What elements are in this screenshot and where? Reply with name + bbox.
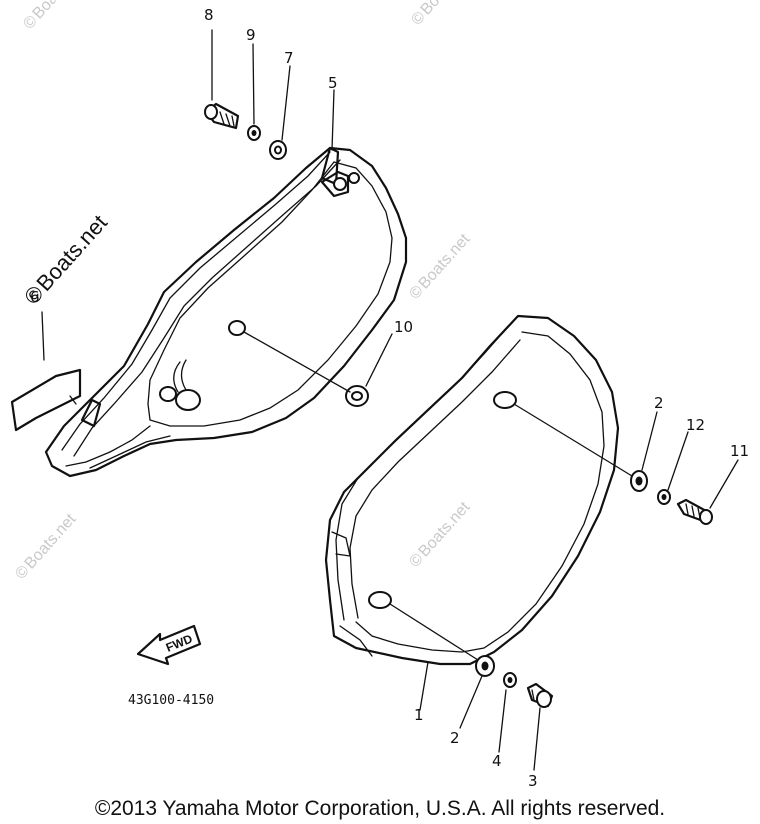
bolt-icon xyxy=(204,102,240,130)
callout-12: 12 xyxy=(686,416,705,434)
svg-text:©Boats.net: ©Boats.net xyxy=(12,510,79,582)
callout-1: 1 xyxy=(414,706,424,724)
callout-11: 11 xyxy=(730,442,749,460)
right-side-cover xyxy=(324,314,620,666)
svg-text:FWD: FWD xyxy=(164,631,195,654)
emblem-decal xyxy=(10,311,82,432)
washer-icon xyxy=(503,672,517,688)
background-watermarks: ©Boats.net ©Boats.net ©Boats.net ©Boats.… xyxy=(12,0,475,583)
callout-5: 5 xyxy=(328,74,338,92)
bolt-icon xyxy=(526,682,554,708)
copyright-notice: ©2013 Yamaha Motor Corporation, U.S.A. A… xyxy=(94,797,666,820)
svg-text:©Boats.net: ©Boats.net xyxy=(20,0,87,33)
svg-text:©Boats.net: ©Boats.net xyxy=(406,230,473,302)
washer-icon xyxy=(630,470,648,492)
callout-8: 8 xyxy=(204,6,214,24)
callout-9: 9 xyxy=(246,26,256,44)
callout-3: 3 xyxy=(528,772,538,790)
svg-text:©Boats.net: ©Boats.net xyxy=(408,0,475,29)
fwd-arrow-icon: FWD xyxy=(136,624,202,666)
drawing-code: 43G100-4150 xyxy=(128,693,214,708)
callout-7: 7 xyxy=(284,49,294,67)
callout-2-lower: 2 xyxy=(450,729,460,747)
callout-6: 6 xyxy=(30,288,40,306)
washer-icon xyxy=(657,489,671,505)
left-side-cover xyxy=(44,146,408,478)
assembly-lines xyxy=(243,331,633,661)
grommet-icon xyxy=(345,385,369,407)
grommet-icon xyxy=(269,140,287,160)
callout-4: 4 xyxy=(492,752,502,770)
washer-icon xyxy=(475,655,495,677)
washer-icon xyxy=(247,125,261,141)
callout-2-upper: 2 xyxy=(654,394,664,412)
callout-10: 10 xyxy=(394,318,413,336)
svg-text:©Boats.net: ©Boats.net xyxy=(406,498,473,570)
leader-lines xyxy=(211,29,739,771)
bolt-icon xyxy=(676,498,713,525)
callout-numbers: 8 9 7 5 6 10 2 12 11 1 2 4 3 xyxy=(30,6,749,790)
